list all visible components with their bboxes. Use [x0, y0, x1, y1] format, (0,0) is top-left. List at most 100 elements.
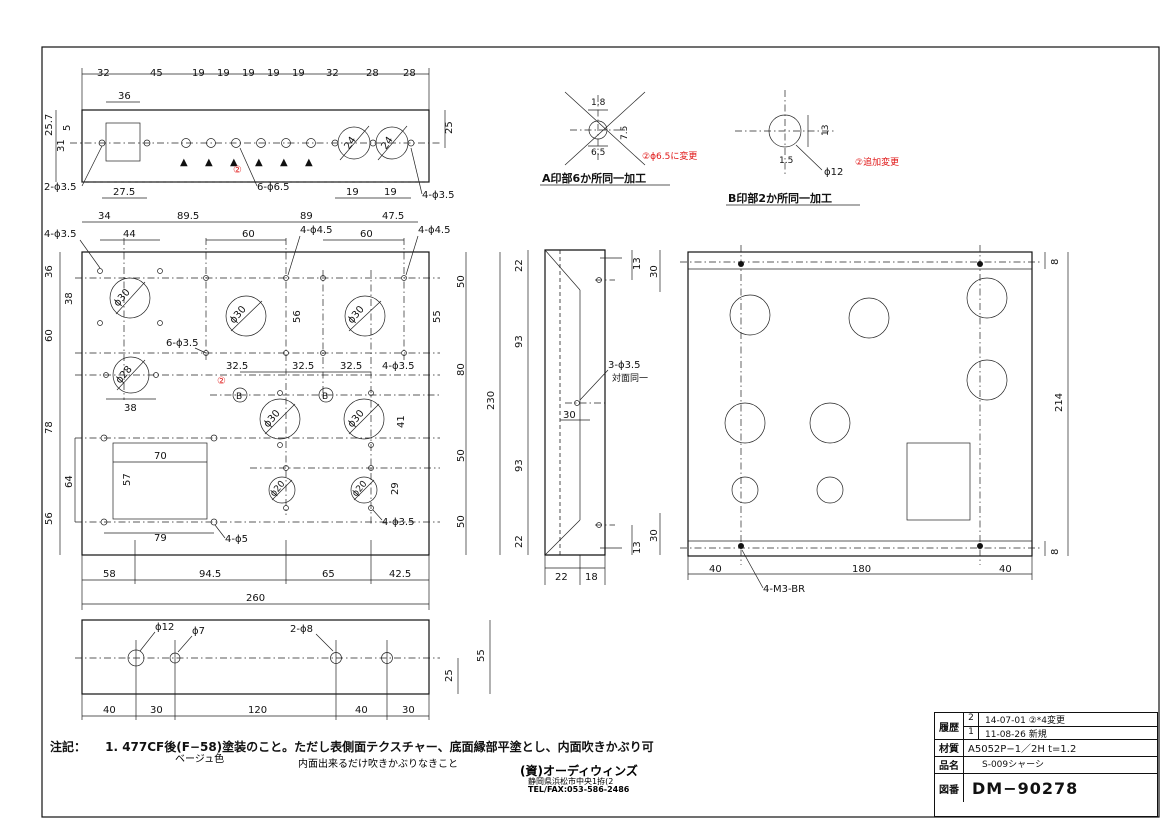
top-dim-19e: 19	[292, 68, 305, 79]
top-dim-4phi3.5: 4-ϕ3.5	[422, 190, 454, 201]
front-dim-230: 230	[486, 391, 497, 410]
front-dim-56b: 56	[292, 310, 303, 323]
detail-a: 1.8 7.5 6.5 ②ϕ6.5に変更 A印部6か所同一加工	[540, 91, 697, 186]
a-dim-6.5: 6.5	[591, 148, 605, 158]
front-dim-32.5b: 32.5	[292, 361, 314, 372]
rev-no-1: 1	[964, 727, 979, 739]
notes-line2: ベージュ色	[175, 754, 225, 765]
material-label: 材質	[935, 740, 964, 756]
svg-text:▲: ▲	[205, 157, 213, 168]
front-dim-50a: 50	[456, 275, 467, 288]
a-change-note: ②ϕ6.5に変更	[642, 150, 697, 162]
svg-text:▲: ▲	[230, 157, 238, 168]
rear-dim-25: 25	[444, 669, 455, 682]
front-dim-89.5: 89.5	[177, 211, 199, 222]
front-dim-79: 79	[154, 533, 167, 544]
side-dim-13a: 13	[632, 257, 643, 270]
top-dim-19f: 19	[346, 187, 359, 198]
notes-line3: 内面出来るだけ吹きかぶりなきこと	[298, 759, 458, 770]
front-dim-70: 70	[154, 451, 167, 462]
front-dim-42.5: 42.5	[389, 569, 411, 580]
notes-block: 注記： 1. 477CF後(F−58)塗装のこと。ただし表側面テクスチャー、底面…	[50, 736, 690, 755]
bottom-view: 8 214 8 40 180 40 4-M3-BR	[680, 245, 1069, 595]
front-dim-32.5a: 32.5	[226, 361, 248, 372]
top-dim-27.5: 27.5	[113, 187, 135, 198]
side-dim-taimen: 対面同一	[612, 372, 648, 384]
b-add-note: ②追加変更	[855, 156, 899, 168]
svg-text:B: B	[236, 392, 242, 402]
front-dim-78: 78	[44, 421, 55, 434]
bot-dim-40b: 40	[999, 564, 1012, 575]
rear-dim-30b: 30	[402, 705, 415, 716]
top-dim-45: 45	[150, 68, 163, 79]
notes-label: 注記：	[50, 740, 87, 754]
rear-dim-40b: 40	[355, 705, 368, 716]
top-dim-32b: 32	[326, 68, 339, 79]
b-dim-phi12: ϕ12	[824, 167, 843, 178]
side-dim-93b: 93	[514, 459, 525, 472]
front-dim-57: 57	[122, 473, 133, 486]
drawing-no-value: DM−90278	[972, 778, 1079, 798]
svg-text:B: B	[322, 392, 328, 402]
front-dim-60: 60	[44, 329, 55, 342]
hole-phi28: ϕ28	[114, 364, 135, 386]
front-dim-38b: 38	[124, 403, 137, 414]
rev-mark-top: ②	[233, 165, 242, 176]
top-dim-28b: 28	[403, 68, 416, 79]
top-dim-19b: 19	[217, 68, 230, 79]
bot-dim-4m3br: 4-M3-BR	[763, 584, 805, 595]
b-caption: B印部2か所同一加工	[728, 191, 832, 205]
svg-text:▲: ▲	[255, 157, 263, 168]
part-label: 品名	[935, 757, 964, 773]
bot-dim-8a: 8	[1050, 259, 1061, 265]
hole-phi30b: ϕ30	[228, 304, 249, 326]
front-dim-89: 89	[300, 211, 313, 222]
top-dim-19d: 19	[267, 68, 280, 79]
top-dim-32a: 32	[97, 68, 110, 79]
front-dim-80: 80	[456, 363, 467, 376]
front-view: B B	[44, 211, 501, 610]
front-dim-4phi3.5b: 4-ϕ3.5	[382, 361, 414, 372]
b-dim-1.5: 1.5	[779, 156, 793, 166]
front-dim-65: 65	[322, 569, 335, 580]
rev-no-2: 2	[964, 713, 979, 726]
front-dim-41: 41	[396, 415, 407, 428]
front-dim-4phi4.5a: 4-ϕ4.5	[300, 225, 332, 236]
side-dim-3phi3.5: 3-ϕ3.5	[608, 360, 640, 371]
top-dim-phi24a: 24	[342, 135, 358, 152]
front-dim-4phi4.5b: 4-ϕ4.5	[418, 225, 450, 236]
hole-phi30c: ϕ30	[346, 304, 367, 326]
rear-dim-30a: 30	[150, 705, 163, 716]
side-dim-13b: 13	[632, 541, 643, 554]
top-dim-19g: 19	[384, 187, 397, 198]
front-dim-60b: 60	[360, 229, 373, 240]
b-dim-13: 13	[821, 125, 831, 136]
rear-dim-2phi8: 2-ϕ8	[290, 624, 313, 635]
rev-text-1: 11-08-26 新規	[985, 730, 1047, 740]
front-dim-34: 34	[98, 211, 111, 222]
svg-text:▲: ▲	[280, 157, 288, 168]
company-address: 静岡県浜松市中央1拵(2	[528, 777, 614, 786]
side-dim-30a: 30	[649, 265, 660, 278]
top-dim-31: 31	[56, 139, 67, 152]
top-dim-25.7: 25.7	[44, 114, 55, 136]
rear-dim-55: 55	[476, 649, 487, 662]
bot-dim-214: 214	[1054, 393, 1065, 412]
detail-b: 13 1.5 ϕ12 ②追加変更 B印部2か所同一加工	[726, 90, 899, 206]
front-dim-32.5c: 32.5	[340, 361, 362, 372]
company-name: (資)オーディウィンズ	[520, 764, 638, 778]
front-dim-4phi3.5a: 4-ϕ3.5	[44, 229, 76, 240]
a-dim-7.5: 7.5	[620, 126, 630, 140]
side-dim-22b: 22	[514, 535, 525, 548]
title-block: 履歴 2 14-07-01 ②*4変更 1 11-08-26 新規 材質 A50…	[934, 712, 1158, 817]
rear-dim-40a: 40	[103, 705, 116, 716]
rev-mark-front: ②	[217, 376, 226, 387]
front-dim-38a: 38	[64, 292, 75, 305]
part-value: S-009シャーシ	[982, 760, 1044, 770]
rear-view: ϕ12 ϕ7 2-ϕ8 40 30 120 40 30 55 25	[75, 619, 491, 720]
top-dim-phi24b: 24	[379, 135, 395, 152]
side-dim-30b: 30	[649, 529, 660, 542]
front-dim-47.5: 47.5	[382, 211, 404, 222]
front-dim-4phi5: 4-ϕ5	[225, 534, 248, 545]
